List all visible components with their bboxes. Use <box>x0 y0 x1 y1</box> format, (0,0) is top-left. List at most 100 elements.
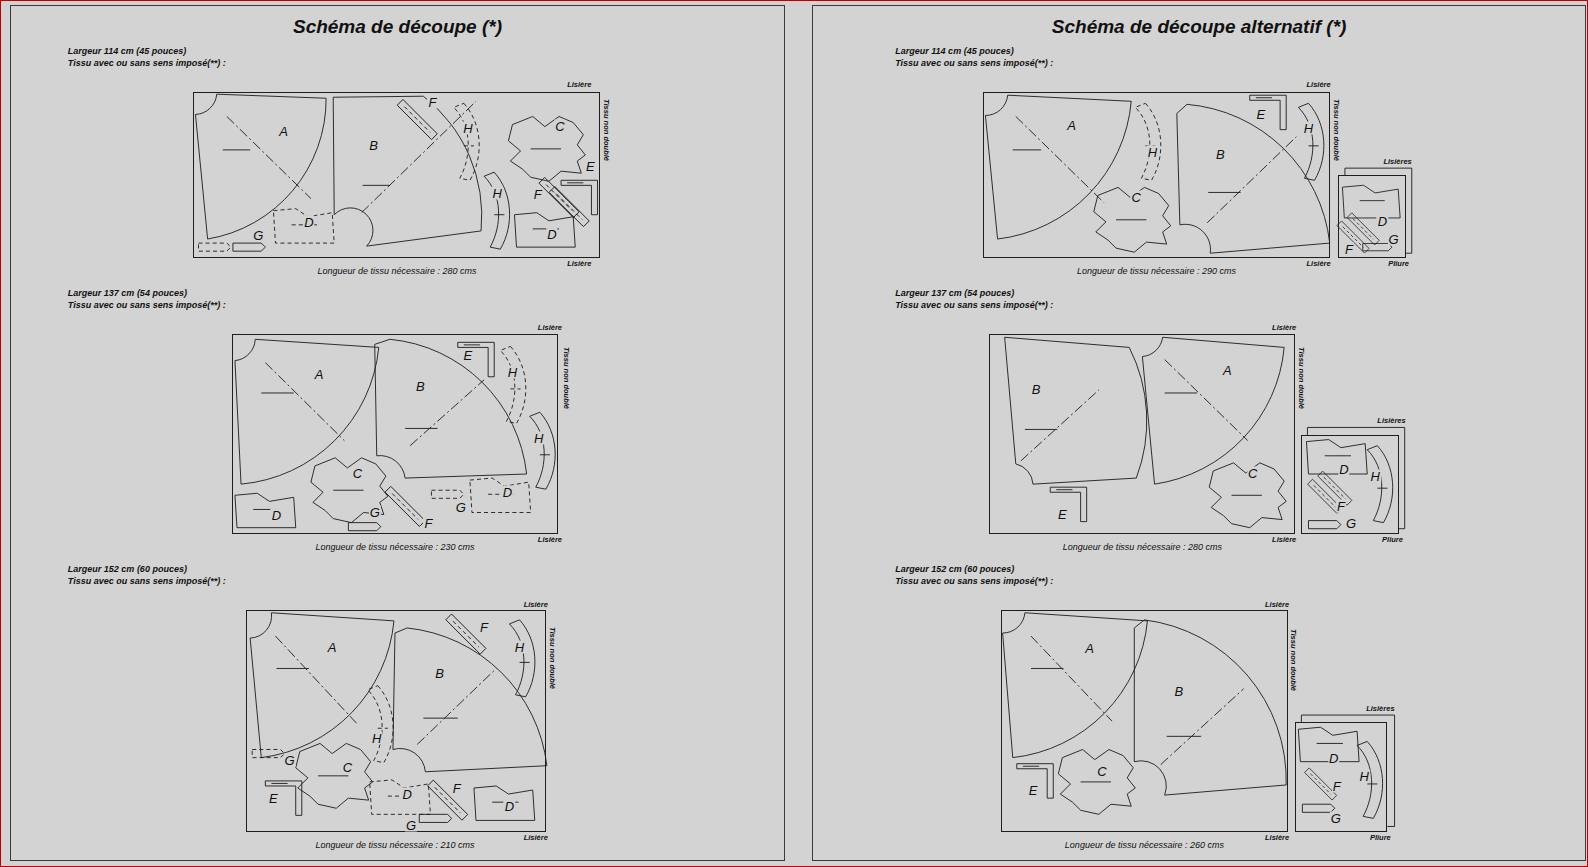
fabric-width-heading: Tissu avec ou sans sens imposé(**) : <box>68 301 226 311</box>
piece <box>370 780 431 814</box>
piece-letter: F <box>423 516 433 529</box>
skirt-piece <box>1003 613 1148 758</box>
piece <box>1306 440 1367 474</box>
grain-line <box>227 116 311 198</box>
piece-letter: H <box>492 187 503 200</box>
cut-mark <box>423 718 457 719</box>
piece-letter: A <box>1222 363 1233 376</box>
selvage-label: Lisières <box>1366 705 1394 713</box>
piece <box>454 103 480 180</box>
piece <box>252 750 284 758</box>
cut-mark <box>1031 668 1063 669</box>
selvage-label: Pliure <box>1370 833 1391 841</box>
fabric-width-heading: Tissu avec ou sans sens imposé(**) : <box>895 59 1053 69</box>
fabric-width-heading: Largeur 137 cm (54 pouces) <box>895 289 1014 299</box>
fabric-length-note: Longueur de tissu nécessaire : 230 cms <box>315 543 474 553</box>
fabric-length-note: Longueur de tissu nécessaire : 260 cms <box>1065 841 1224 851</box>
piece <box>296 743 373 808</box>
piece-letter: H <box>533 431 544 444</box>
grain-line <box>1031 636 1112 721</box>
piece-letter: G <box>405 819 417 832</box>
piece-letter: F <box>452 781 462 794</box>
layout-left-152 <box>250 613 547 823</box>
piece-letter: A <box>1066 118 1077 131</box>
fabric-rectangle: DGF <box>1338 175 1406 258</box>
selvage-label: Pliure <box>1388 260 1409 268</box>
piece <box>385 486 425 526</box>
piece <box>458 342 494 376</box>
skirt-piece <box>250 613 394 758</box>
fabric-rectangle: ABEHHCDGGDF <box>232 334 558 534</box>
piece-letter: E <box>585 160 596 173</box>
piece <box>500 346 526 423</box>
piece-letter: H <box>1370 469 1381 482</box>
piece-letter: A <box>327 641 338 654</box>
piece-letter: G <box>252 228 264 241</box>
piece <box>235 493 296 527</box>
selvage-label: Lisière <box>538 536 562 544</box>
grain-line <box>275 636 356 723</box>
piece-letter: E <box>1256 108 1267 121</box>
piece <box>1347 213 1379 245</box>
piece <box>470 478 531 512</box>
piece <box>549 187 589 227</box>
piece <box>514 213 575 247</box>
piece-letter: F <box>533 188 543 201</box>
piece <box>508 116 585 181</box>
grain-line <box>362 101 476 212</box>
piece-letter: E <box>1057 508 1068 521</box>
skirt-piece <box>985 95 1131 239</box>
cut-mark <box>223 149 250 150</box>
fabric-width-heading: Largeur 137 cm (54 pouces) <box>68 289 187 299</box>
pattern-pieces <box>195 94 1411 826</box>
piece-letter: A <box>278 124 289 137</box>
fabric-rectangle: AFHBHGCFDEDG <box>246 610 546 833</box>
piece <box>539 177 579 217</box>
selvage-label: Lisière <box>567 260 591 268</box>
piece-letter: B <box>1031 382 1042 395</box>
layout-panel: Schéma de découpe (*)ABFHCEHFDDGABEHHCDG… <box>10 5 785 861</box>
piece <box>265 781 301 815</box>
skirt-piece <box>195 94 326 239</box>
piece <box>273 209 334 243</box>
piece-letter: D <box>1328 751 1339 764</box>
selvage-label: Lisière <box>1272 324 1296 332</box>
piece-letter: C <box>554 119 565 132</box>
piece <box>199 243 231 251</box>
piece-letter: D <box>1338 462 1349 475</box>
selvage-label: Lisière <box>1307 81 1331 89</box>
piece-letter: G <box>1330 812 1342 825</box>
layout-right-152 <box>1003 613 1395 827</box>
piece-letter: H <box>514 641 525 654</box>
cut-mark <box>261 392 293 393</box>
piece-letter: B <box>1215 147 1226 160</box>
side-note: Tissu non doublé <box>1297 347 1305 409</box>
piece <box>419 814 451 822</box>
selvage-label: Lisières <box>1383 158 1411 166</box>
selvage-label: Lisière <box>1307 260 1331 268</box>
fabric-width-heading: Largeur 152 cm (60 pouces) <box>68 565 187 575</box>
piece <box>1209 463 1286 528</box>
piece <box>311 458 388 523</box>
layout-left-137 <box>235 339 555 530</box>
piece-letter: D <box>271 509 282 522</box>
layout-panel: Schéma de découpe alternatif (*)AEHHBCDG… <box>812 5 1586 861</box>
piece-letter: C <box>1247 466 1258 479</box>
selvage-label: Lisière <box>1265 600 1289 608</box>
piece <box>1308 521 1340 529</box>
grain-line <box>265 363 344 441</box>
skirt-piece <box>393 628 547 772</box>
side-note: Tissu non doublé <box>562 347 570 409</box>
piece-letter: G <box>1345 516 1357 529</box>
piece-letter: G <box>284 753 296 766</box>
piece-letter: B <box>434 667 445 680</box>
piece-letter: B <box>415 379 426 392</box>
piece-letter: B <box>368 138 379 151</box>
skirt-piece <box>375 339 527 478</box>
piece <box>1058 750 1135 815</box>
piece-letter: H <box>371 732 382 745</box>
